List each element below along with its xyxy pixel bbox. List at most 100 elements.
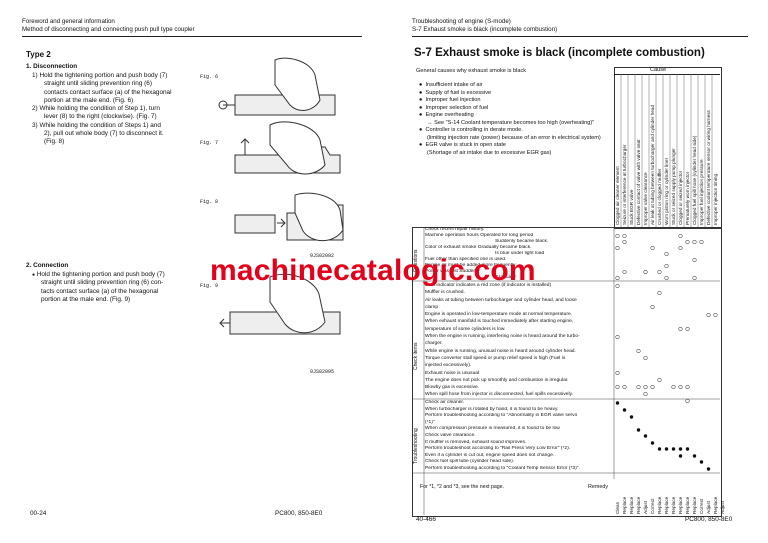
coupler-connect-illustration [219, 273, 341, 335]
step-text: Hold the tightening portion and push bod… [36, 271, 165, 278]
list-item: ● Controller is controlling in derate mo… [419, 127, 523, 134]
right-header-line2: S-7 Exhaust smoke is black (incomplete c… [412, 26, 558, 33]
remedy-cell: Replace [622, 496, 627, 514]
left-footer-model: PC800, 850-8E0 [275, 510, 323, 517]
cause-col: Clogged fuel spill hose (cylinder head s… [692, 135, 697, 225]
list-item: ● EGR valve is stuck in open state [419, 142, 507, 149]
cause-col: Improper valve clearance [643, 172, 648, 225]
fig-code-1: 9JS02092 [310, 253, 335, 259]
list-item: ● Improper fuel injection [419, 97, 481, 104]
step-line: straight until sliding prevention ring (… [44, 80, 152, 88]
table-row: Perform troubleshooting according to "Co… [425, 465, 580, 471]
table-row: (*1)" [425, 419, 435, 425]
cause-col: Improper fuel injection pressure [699, 159, 704, 225]
right-header-rule [412, 36, 748, 37]
table-row: Color of exhaust smoke Gradually became … [425, 245, 532, 250]
cause-col: Clogged or seized injector [678, 170, 683, 225]
table-row: Gradually [495, 275, 516, 280]
step-line: portion at the male end. (Fig. 9) [41, 295, 131, 303]
bullet-icon: ● [32, 272, 36, 278]
right-footer-model: PC800, 850-8E0 [685, 516, 733, 523]
list-item: ● Insufficient intake of air [419, 82, 483, 88]
troubleshooting-rows: Check air cleaner. When turbocharger is … [425, 400, 614, 473]
connection-steps: ● Hold the tightening portion and push b… [32, 271, 192, 304]
cause-col: Crushed or clogged muffler [657, 168, 662, 225]
matrix-grid-lines [412, 227, 720, 515]
step-line: lever (8) to the right (clockwise). (Fig… [44, 113, 157, 121]
table-row: Engine is operated in low-temperature mo… [425, 312, 573, 318]
list-item: ● Engine overheating [419, 112, 474, 119]
step-line: (Fig. 8) [44, 138, 65, 146]
fig9-label: Fig. 9 [200, 283, 219, 289]
fig8-label: Fig. 8 [200, 199, 219, 205]
right-header-line1: Troubleshooting of engine (S-mode) [412, 18, 511, 25]
left-header-line1: Foreword and general information [22, 18, 115, 25]
table-row: If muffler is removed, exhaust sound imp… [425, 439, 527, 445]
left-footer-page: 00-24 [30, 510, 47, 517]
check-items-section-label: Check items [413, 342, 419, 370]
left-header-line2: Method of disconnecting and connecting p… [22, 26, 195, 33]
cause-col: Stuck or seized supply pump plunger [671, 148, 676, 225]
remedy-label: Remedy [588, 484, 609, 490]
table-row: When compression pressure is measured, i… [425, 426, 560, 432]
remedy-cell: Replace [671, 496, 676, 514]
left-header-rule [22, 36, 362, 37]
remedy-cell: Replace [636, 496, 641, 514]
list-item: (Shortage of air intake due to excessive… [427, 149, 552, 156]
remedy-cell: Replace [657, 496, 662, 514]
step-line: tacts contact surface (a) of the hexagon… [41, 287, 159, 295]
cause-col: Defective coolant temperature sensor or … [706, 110, 711, 225]
footnote: For *1, *2 and *3, see the next page. [420, 484, 504, 490]
remedy-cell: Correct [650, 498, 655, 514]
cause-col: Improper injection timing [713, 173, 718, 225]
list-item: → See "S-14 Coolant temperature becomes … [427, 119, 595, 126]
fig7-label: Fig. 7 [200, 140, 219, 146]
table-row: Check air cleaner. [425, 400, 465, 405]
cause-header-box [614, 67, 722, 229]
table-row: Check recent repair history. [425, 227, 485, 232]
table-row: Perform troubleshoot according to "Rail … [425, 446, 571, 452]
step-line: portion at the male end. (Fig. 6) [44, 96, 134, 104]
cause-header: Cause [650, 67, 667, 73]
table-row: Blowby gas is excessive. [425, 385, 480, 391]
table-row: Fuel other than specified one is used. [425, 257, 507, 262]
table-row: Is blue under light load [495, 251, 545, 256]
table-row: Air leaks at tubing between turbocharger… [425, 297, 577, 303]
table-row: When turbocharger is rotated by hand, it… [425, 406, 559, 412]
remedy-cell: Adjust [720, 500, 725, 514]
cause-col: Worn piston ring or cylinder liner [664, 157, 669, 225]
remedy-cell: Correct [699, 498, 704, 514]
remedy-cell: Adjust [706, 500, 711, 514]
connection-title: 2. Connection [26, 262, 69, 269]
remedy-cell: Replace [692, 496, 697, 514]
table-row: Muffler is crushed. [425, 290, 465, 296]
cause-col: Prematurely worn injector [685, 171, 690, 225]
troubleshooting-section-label: Troubleshooting [413, 428, 419, 464]
table-row: When exhaust manifold is touched immedia… [425, 319, 574, 325]
fig-code-2: 9JS02095 [310, 369, 335, 375]
table-row: Suddenly became black. [495, 239, 549, 244]
disconnection-title: 1. Disconnection [26, 63, 78, 70]
general-causes-title: General causes why exhaust smoke is blac… [416, 68, 527, 74]
list-item: ● Improper selection of fuel [419, 104, 489, 111]
step-line: ● Hold the tightening portion and push b… [32, 271, 192, 279]
table-row: clamp [425, 304, 439, 310]
remedy-cell: Clean [615, 501, 620, 514]
remedy-cell: Replace [685, 496, 690, 514]
cause-col: Defective contact of valve with valve se… [636, 139, 641, 225]
table-row: Dust indicator indicates a red zone (if … [425, 283, 552, 288]
remedy-cell: Replace [664, 496, 669, 514]
matrix-marks [615, 233, 718, 471]
question-rows: Check recent repair history. Machine ope… [425, 227, 614, 281]
step-line: 2) While holding the condition of Step 1… [32, 105, 160, 113]
table-row: Check valve clearance. [425, 432, 476, 438]
watermark-text: machinecatalogic.com [210, 254, 536, 287]
table-row: Power was lost Suddenly [425, 269, 480, 274]
table-row: Check fuel spill tube (cylinder head sid… [425, 459, 515, 465]
list-item: ● Supply of fuel is excessive [419, 89, 492, 96]
check-rows: Dust indicator indicates a red zone (if … [425, 282, 614, 399]
step-line: 3) While holding the condition of Steps … [32, 121, 161, 129]
troubleshooting-matrix [412, 227, 722, 517]
table-row: The engine does not pick up smoothly and… [425, 377, 569, 383]
remedy-cell: Replace [629, 496, 634, 514]
